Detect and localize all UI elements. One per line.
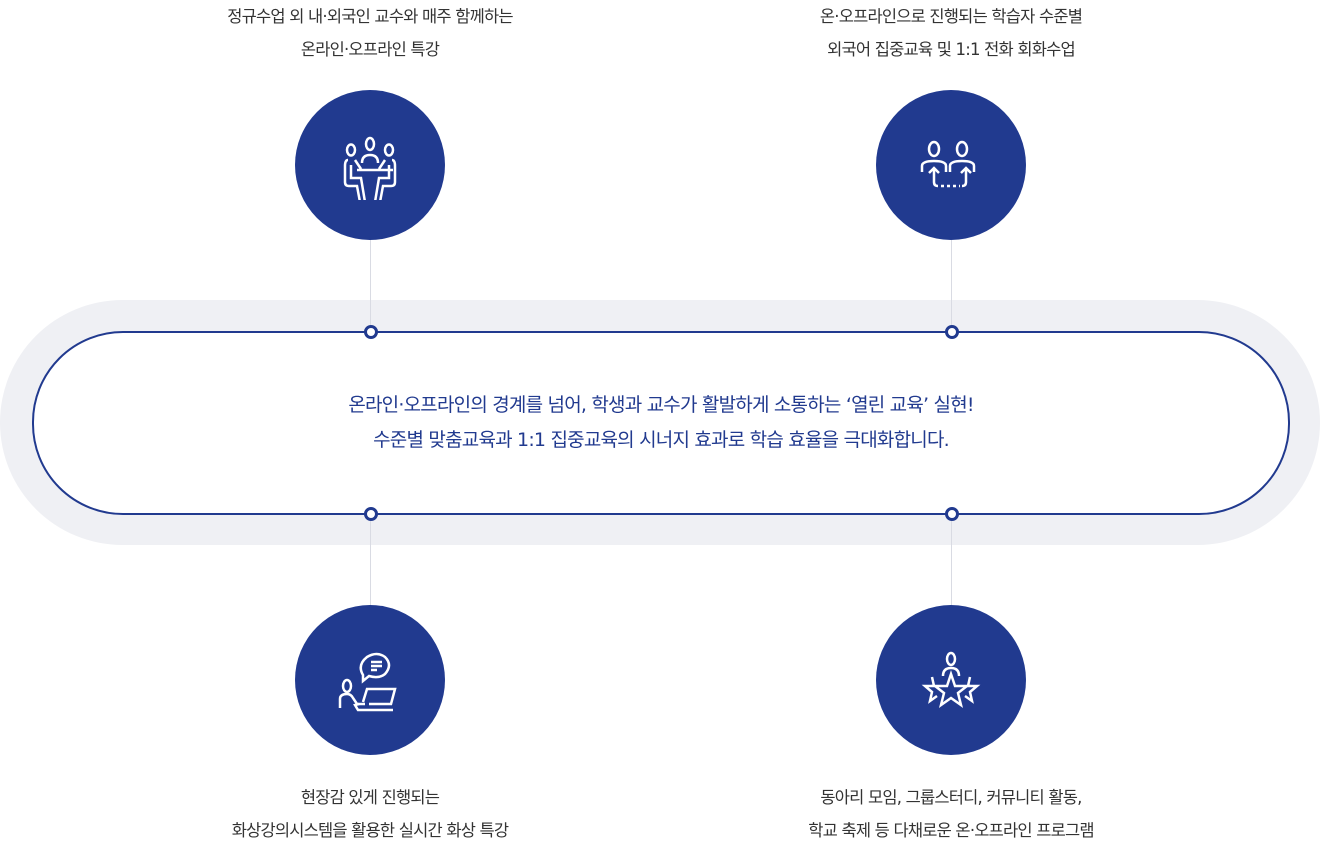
video-lecture-icon-circle xyxy=(295,605,445,755)
connector-line xyxy=(370,513,371,605)
video-lecture-icon xyxy=(338,652,397,712)
connector-dot xyxy=(945,325,959,339)
connector-line xyxy=(951,513,952,605)
feature-label-line: 동아리 모임, 그룹스터디, 커뮤니티 활동, xyxy=(820,788,1082,807)
feature-label-line: 현장감 있게 진행되는 xyxy=(300,788,440,807)
meeting-icon-circle xyxy=(295,90,445,240)
stars-person-icon-circle xyxy=(876,605,1026,755)
exchange-icon-circle xyxy=(876,90,1026,240)
feature-label-line: 학교 축제 등 다채로운 온·오프라인 프로그램 xyxy=(808,821,1094,840)
feature-label-line: 온라인·오프라인 특강 xyxy=(300,40,440,59)
feature-label-1: 정규수업 외 내·외국인 교수와 매주 함께하는 온라인·오프라인 특강 xyxy=(120,0,620,66)
center-line-1: 온라인·오프라인의 경계를 넘어, 학생과 교수가 활발하게 소통하는 ‘열린 … xyxy=(348,394,974,416)
feature-label-line: 온·오프라인으로 진행되는 학습자 수준별 xyxy=(819,7,1083,26)
stars-person-icon xyxy=(921,651,981,708)
connector-dot xyxy=(945,507,959,521)
connector-line xyxy=(370,240,371,331)
feature-label-line: 정규수업 외 내·외국인 교수와 매주 함께하는 xyxy=(227,7,513,26)
connector-line xyxy=(951,240,952,331)
connector-dot xyxy=(364,507,378,521)
exchange-icon xyxy=(920,140,976,188)
connector-dot xyxy=(364,325,378,339)
feature-label-line: 화상강의시스템을 활용한 실시간 화상 특강 xyxy=(231,821,509,840)
feature-label-line: 외국어 집중교육 및 1:1 전화 회화수업 xyxy=(827,40,1076,59)
meeting-icon xyxy=(343,136,397,200)
center-line-2: 수준별 맞춤교육과 1:1 집중교육의 시너지 효과로 학습 효율을 극대화합니… xyxy=(373,429,950,451)
feature-label-3: 현장감 있게 진행되는 화상강의시스템을 활용한 실시간 화상 특강 xyxy=(120,781,620,847)
feature-label-2: 온·오프라인으로 진행되는 학습자 수준별 외국어 집중교육 및 1:1 전화 … xyxy=(701,0,1201,66)
feature-label-4: 동아리 모임, 그룹스터디, 커뮤니티 활동, 학교 축제 등 다채로운 온·오… xyxy=(701,781,1201,847)
center-message-box: 온라인·오프라인의 경계를 넘어, 학생과 교수가 활발하게 소통하는 ‘열린 … xyxy=(32,331,1290,515)
